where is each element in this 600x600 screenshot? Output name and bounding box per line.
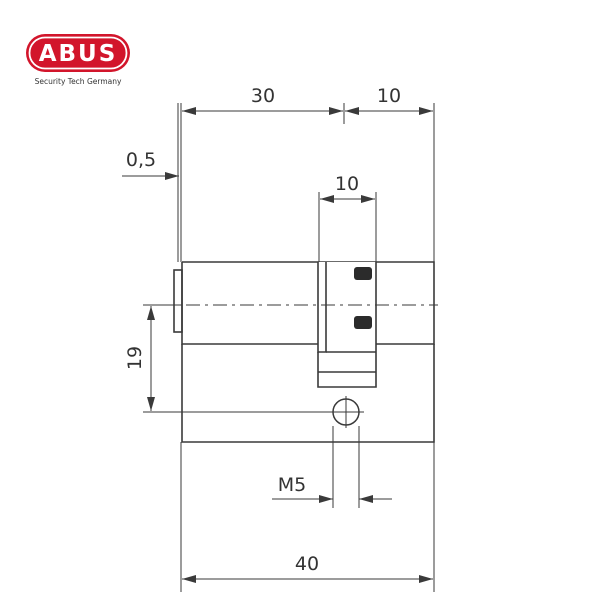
abus-logo: ABUS Security Tech Germany bbox=[26, 34, 130, 86]
dimension-40: 40 bbox=[182, 553, 433, 583]
dimension-0-5: 0,5 bbox=[122, 103, 179, 262]
dimension-label-19: 19 bbox=[124, 346, 146, 370]
logo-inner-ring bbox=[28, 36, 128, 70]
cylinder-body bbox=[173, 261, 438, 443]
dimension-30: 30 bbox=[182, 85, 343, 115]
dimension-label-40: 40 bbox=[295, 553, 319, 575]
cam-pin-lower bbox=[354, 316, 372, 329]
dimension-label-0-5: 0,5 bbox=[126, 149, 156, 171]
extension-lines bbox=[143, 103, 435, 592]
front-flange bbox=[173, 269, 183, 333]
dimension-19: 19 bbox=[124, 306, 155, 411]
dimension-m5: M5 bbox=[272, 474, 392, 503]
dimension-10-cam: 10 bbox=[320, 173, 375, 203]
dimension-label-m5: M5 bbox=[278, 474, 306, 496]
logo-tagline: Security Tech Germany bbox=[35, 77, 122, 86]
dimension-label-10-cam: 10 bbox=[335, 173, 359, 195]
dimension-label-10-right: 10 bbox=[377, 85, 401, 107]
dimension-label-30: 30 bbox=[251, 85, 275, 107]
logo-wordmark: ABUS bbox=[39, 41, 118, 67]
logo-outer-badge bbox=[26, 34, 130, 72]
dimension-10-right: 10 bbox=[345, 85, 433, 115]
cam-pin-upper bbox=[354, 267, 372, 280]
